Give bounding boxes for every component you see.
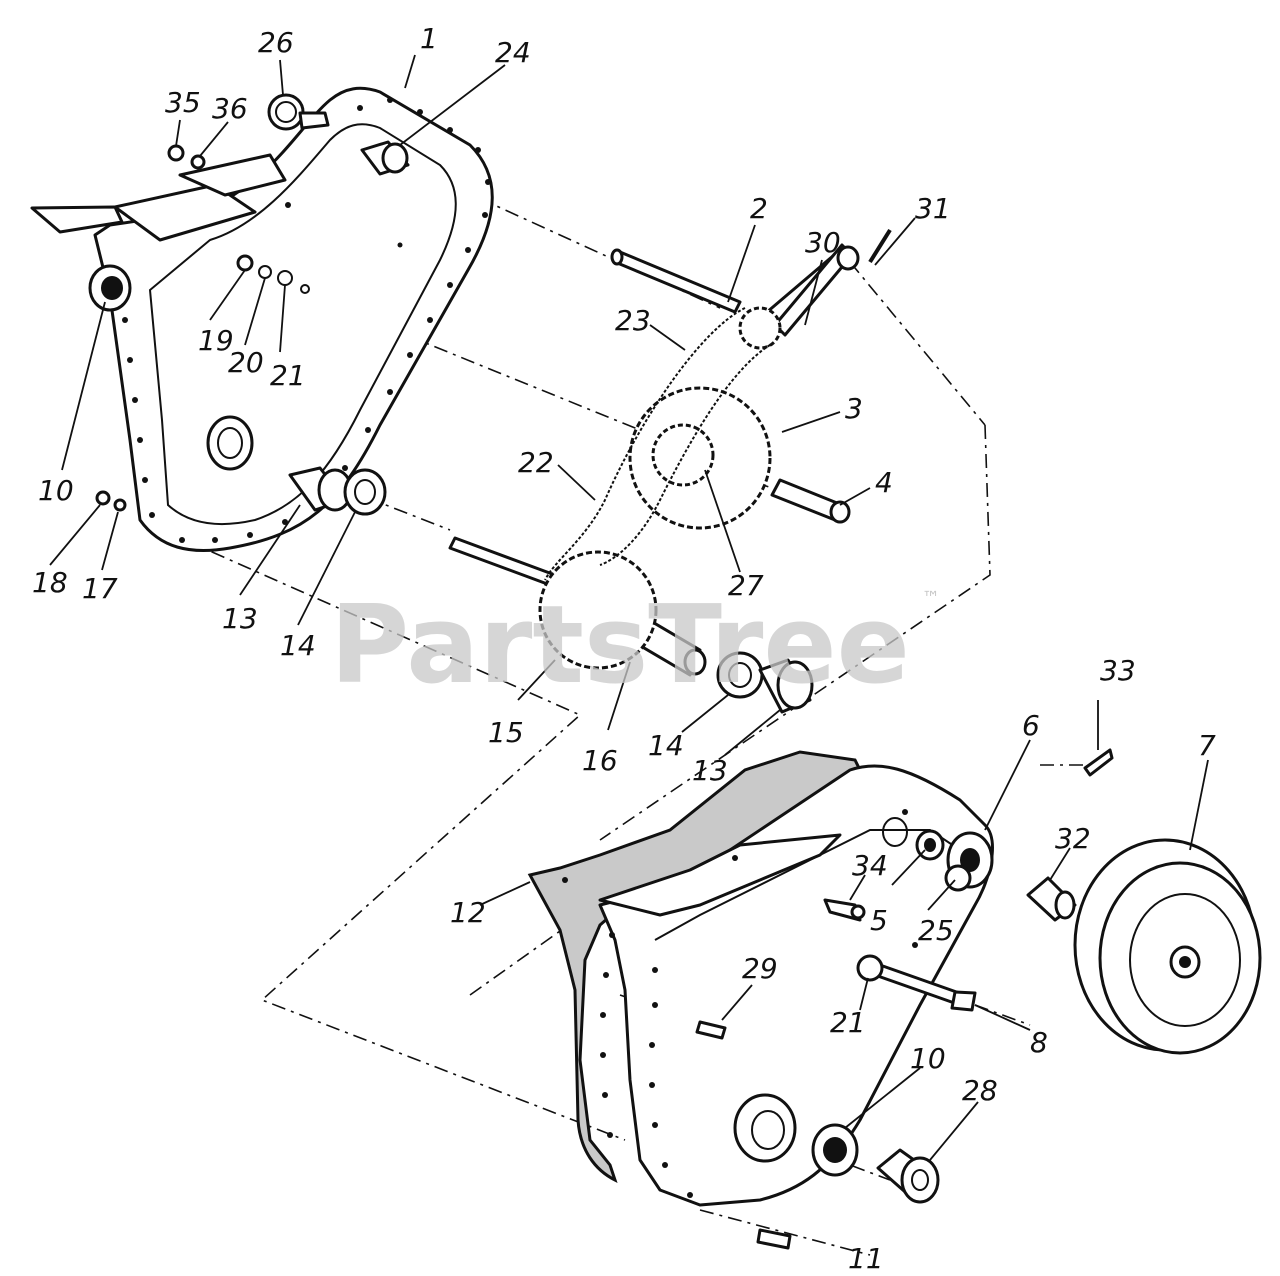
callout-1: 1 bbox=[420, 22, 438, 55]
callout-21-right: 21 bbox=[830, 1006, 866, 1039]
callout-labels: 1 2 3 4 5 6 7 8 10 10 11 12 13 13 14 14 … bbox=[32, 22, 1216, 1275]
callout-19: 19 bbox=[198, 324, 234, 357]
callout-24: 24 bbox=[495, 36, 531, 69]
callout-21-left: 21 bbox=[270, 359, 306, 392]
callout-13-right: 13 bbox=[692, 754, 728, 787]
callout-13-left: 13 bbox=[222, 602, 258, 635]
callout-31: 31 bbox=[915, 192, 951, 225]
callout-29: 29 bbox=[742, 952, 778, 985]
callout-15: 15 bbox=[488, 716, 524, 749]
callout-26: 26 bbox=[258, 26, 294, 59]
callout-14-right: 14 bbox=[648, 729, 684, 762]
callout-35: 35 bbox=[165, 86, 201, 119]
callout-4: 4 bbox=[875, 466, 893, 499]
callout-2: 2 bbox=[750, 192, 768, 225]
callout-14-left: 14 bbox=[280, 629, 316, 662]
sprockets-and-chain bbox=[538, 306, 782, 670]
callout-32: 32 bbox=[1055, 822, 1091, 855]
leader-lines bbox=[49, 54, 1209, 1161]
left-housing bbox=[30, 86, 494, 552]
callout-17: 17 bbox=[82, 572, 118, 605]
callout-8: 8 bbox=[1030, 1026, 1048, 1059]
callout-20: 20 bbox=[228, 346, 264, 379]
watermark-text: PartsTree bbox=[330, 583, 910, 708]
callout-33: 33 bbox=[1100, 654, 1136, 687]
callout-30: 30 bbox=[805, 226, 841, 259]
pulley bbox=[1073, 838, 1262, 1055]
callout-18: 18 bbox=[32, 566, 68, 599]
callout-28: 28 bbox=[962, 1074, 998, 1107]
callout-11: 11 bbox=[848, 1242, 884, 1275]
callout-22: 22 bbox=[518, 446, 554, 479]
callout-23: 23 bbox=[615, 304, 651, 337]
callout-10-left: 10 bbox=[38, 474, 74, 507]
callout-5: 5 bbox=[870, 904, 888, 937]
callout-34: 34 bbox=[852, 849, 888, 882]
small-parts bbox=[88, 93, 1114, 1250]
callout-10-right: 10 bbox=[910, 1042, 946, 1075]
callout-25: 25 bbox=[918, 914, 954, 947]
right-housing bbox=[527, 750, 994, 1207]
callout-27: 27 bbox=[728, 569, 764, 602]
callout-3: 3 bbox=[845, 392, 863, 425]
callout-12: 12 bbox=[450, 896, 486, 929]
callout-16: 16 bbox=[582, 744, 618, 777]
callout-6: 6 bbox=[1022, 709, 1040, 742]
callout-7: 7 bbox=[1198, 729, 1216, 762]
watermark-trademark: ™ bbox=[922, 588, 940, 609]
callout-36: 36 bbox=[212, 92, 248, 125]
